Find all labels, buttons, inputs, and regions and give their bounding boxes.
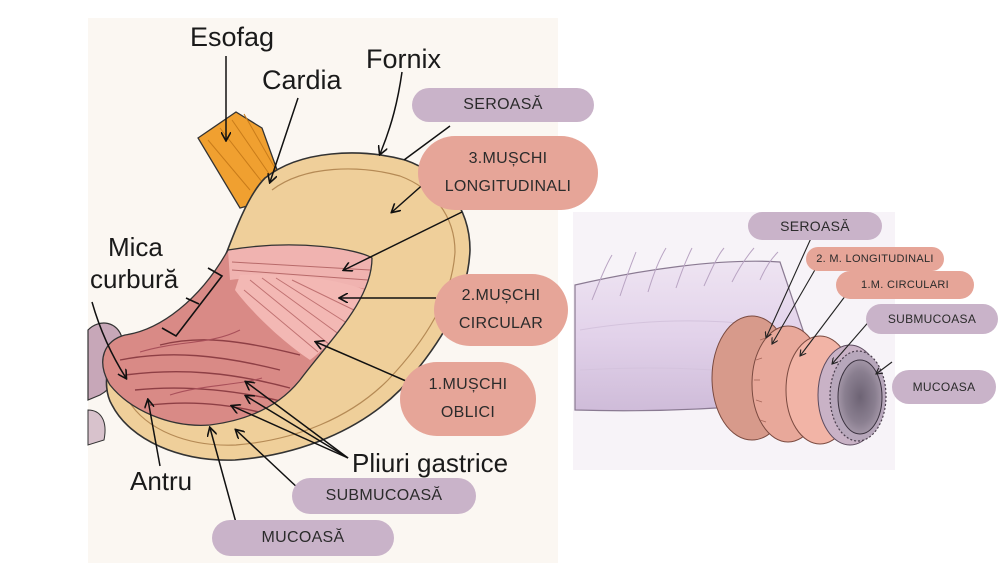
pill-tube-seroasa-text: SEROASĂ	[780, 218, 850, 234]
pill-mucoasa-text: MUCOASĂ	[261, 529, 345, 546]
pill-mucoasa: MUCOASĂ	[212, 520, 394, 556]
label-cardia: Cardia	[262, 65, 342, 95]
pill-tube-submucoasa: SUBMUCOASA	[866, 304, 998, 334]
pill-seroasa: SEROASĂ	[412, 88, 594, 122]
pill-circular-line2: CIRCULAR	[458, 315, 544, 332]
label-fornix: Fornix	[366, 44, 442, 74]
label-pliuri-gastrice: Pliuri gastrice	[352, 448, 509, 478]
pill-tube-mucoasa: MUCOASA	[892, 370, 996, 404]
pill-tube-longitudinali: 2. M. LONGITUDINALI	[806, 247, 944, 271]
pill-tube-circulari-text: 1.M. CIRCULARI	[861, 279, 949, 291]
pill-submucoasa-text: SUBMUCOASĂ	[325, 487, 443, 504]
pill-tube-longitudinali-text: 2. M. LONGITUDINALI	[816, 253, 934, 265]
pill-circular-line1: 2.MUȘCHI	[461, 287, 541, 304]
pill-tube-submucoasa-text: SUBMUCOASA	[887, 312, 977, 326]
pill-seroasa-text: SEROASĂ	[463, 96, 543, 113]
mica-curbura-bracket	[161, 267, 224, 338]
pill-submucoasa: SUBMUCOASĂ	[292, 478, 476, 514]
pill-oblici-line1: 1.MUȘCHI	[428, 376, 508, 393]
stomach-illustration	[87, 111, 471, 461]
pill-tube-circulari: 1.M. CIRCULARI	[836, 271, 974, 299]
pill-oblici-line2: OBLICI	[440, 404, 496, 421]
label-curbura: curbură	[90, 264, 179, 294]
pill-tube-mucoasa-text: MUCOASA	[912, 380, 976, 394]
pill-longitudinali-line2: LONGITUDINALI	[444, 178, 572, 195]
pill-longitudinali-line1: 3.MUȘCHI	[468, 150, 548, 167]
label-esofag: Esofag	[190, 22, 275, 52]
pill-muschi-oblici: 1.MUȘCHI OBLICI	[400, 362, 536, 436]
label-mica: Mica	[108, 232, 163, 262]
pill-muschi-longitudinali: 3.MUȘCHI LONGITUDINALI	[418, 136, 598, 210]
pill-tube-seroasa: SEROASĂ	[748, 212, 882, 240]
label-antru: Antru	[130, 466, 193, 496]
stomach-arrows	[91, 56, 463, 531]
pill-muschi-circular: 2.MUȘCHI CIRCULAR	[434, 274, 568, 346]
duodenum-lower	[87, 409, 106, 446]
tube-arrows	[766, 235, 893, 374]
